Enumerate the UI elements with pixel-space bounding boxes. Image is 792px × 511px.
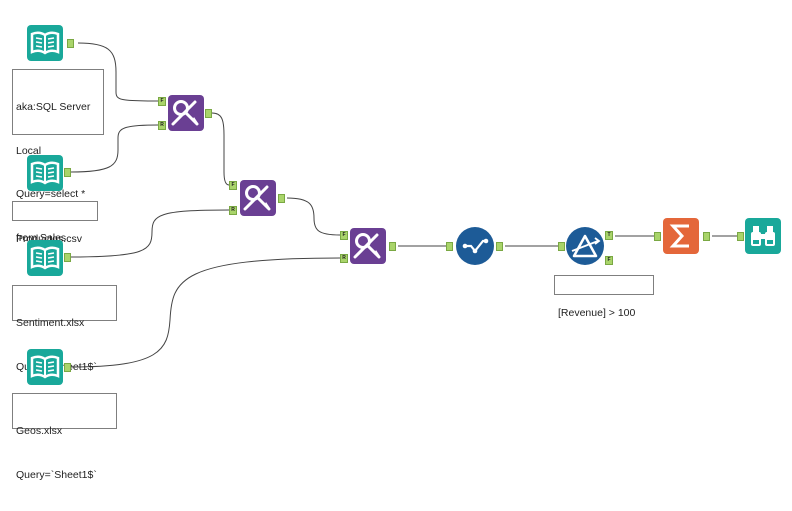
annotation-line: aka:SQL Server [16,101,91,113]
input-productos-output-anchor[interactable] [64,168,71,177]
join2-output-anchor[interactable] [278,194,285,203]
select-input-anchor[interactable] [446,242,453,251]
join-icon [171,100,199,126]
annotation-line: Query=`Sheet1$` [16,468,97,481]
browse-input-anchor[interactable] [737,232,744,241]
join3-output-anchor[interactable] [389,242,396,251]
join3-right-anchor[interactable]: R [340,254,348,263]
join1-tool[interactable] [168,95,204,131]
connector-layer [70,42,737,368]
annotation-line: Geos.xlsx [16,425,63,437]
binoculars-icon [751,226,775,246]
annotation-line: Query=select * [16,188,86,200]
annotation-line: [Revenue] > 100 [558,307,636,319]
connector-sentiment-to-join2 [70,209,230,258]
filter-tool[interactable] [566,227,604,265]
workflow-canvas[interactable]: aka:SQL Server Local Query=select * from… [0,0,792,481]
select-output-anchor[interactable] [496,242,503,251]
input-productos-annotation: Productos.csv [12,201,98,245]
summarize-tool[interactable] [663,218,699,254]
input-productos-tool[interactable] [27,155,63,191]
connector-join2-to-join3 [286,197,341,236]
input-geos-tool[interactable] [27,349,63,385]
join1-right-anchor[interactable]: R [158,121,166,130]
book-input-icon [30,161,60,185]
input-sentiment-tool[interactable] [27,240,63,276]
join3-tool[interactable] [350,228,386,264]
summarize-output-anchor[interactable] [703,232,710,241]
annotation-line: Local [16,144,42,157]
connector-sql-to-join1 [77,42,159,102]
connector-geos-to-join3 [70,257,341,368]
filter-annotation: [Revenue] > 100 [554,275,654,319]
sigma-icon [669,224,689,248]
join1-output-anchor[interactable] [205,109,212,118]
filter-icon [571,234,601,258]
input-geos-annotation: Geos.xlsx Query=`Sheet1$` [12,393,117,481]
join2-tool[interactable] [240,180,276,216]
book-input-icon [30,246,60,270]
select-tool[interactable] [456,227,494,265]
book-input-icon [30,355,60,379]
input-sql-tool[interactable] [27,25,63,61]
join3-left-anchor[interactable]: F [340,231,348,240]
connector-join1-to-join2 [211,112,230,186]
browse-tool[interactable] [745,218,781,254]
summarize-input-anchor[interactable] [654,232,661,241]
filter-false-anchor[interactable]: F [605,256,613,265]
input-geos-output-anchor[interactable] [64,363,71,372]
book-input-icon [30,31,60,55]
input-sql-output-anchor[interactable] [67,39,74,48]
join1-left-anchor[interactable]: F [158,97,166,106]
filter-input-anchor[interactable] [558,242,565,251]
input-sentiment-output-anchor[interactable] [64,253,71,262]
annotation-line: Sentiment.xlsx [16,317,85,329]
join2-left-anchor[interactable]: F [229,181,237,190]
connector-productos-to-join1 [70,124,159,173]
filter-true-anchor[interactable]: T [605,231,613,240]
join-icon [353,233,381,259]
join-icon [243,185,271,211]
input-sentiment-annotation: Sentiment.xlsx Query=`Sheet1$` [12,285,117,373]
input-sql-annotation: aka:SQL Server Local Query=select * from… [12,69,104,244]
select-icon [462,238,489,254]
join2-right-anchor[interactable]: R [229,206,237,215]
